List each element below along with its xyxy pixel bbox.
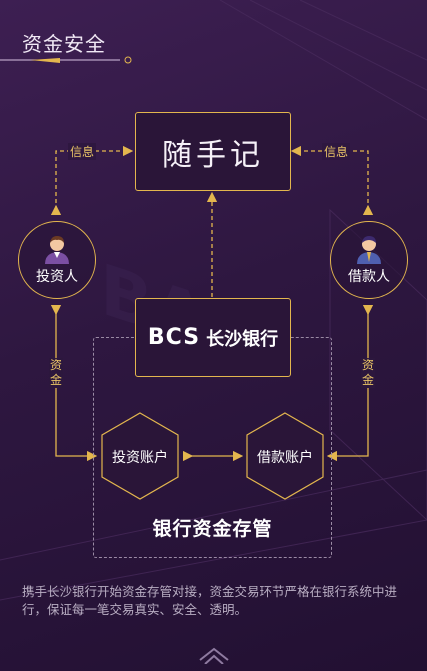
borrower-label: 借款人 bbox=[348, 269, 390, 285]
info-label-right: 信息 bbox=[322, 143, 351, 160]
bank-box: BCS 长沙银行 bbox=[135, 298, 291, 377]
title-underline bbox=[0, 56, 132, 64]
borrower-node: 借款人 bbox=[330, 221, 408, 299]
borrower-icon bbox=[357, 236, 381, 264]
bank-logo: BCS bbox=[147, 325, 201, 350]
investor-label: 投资人 bbox=[36, 269, 78, 285]
edge-info-left bbox=[50, 145, 134, 216]
description-text: 携手长沙银行开始资金存管对接，资金交易环节严格在银行系统中进行，保证每一笔交易真… bbox=[22, 584, 398, 617]
investor-account-label: 投资账户 bbox=[112, 450, 168, 466]
investor-account-hex bbox=[101, 412, 179, 500]
custody-region-label: 银行资金存管 bbox=[152, 518, 273, 540]
borrower-account-label: 借款账户 bbox=[257, 450, 313, 466]
section-title: 资金安全 bbox=[22, 32, 106, 56]
investor-icon bbox=[45, 236, 69, 264]
info-label-left: 信息 bbox=[68, 143, 97, 160]
chevron-up-icon[interactable] bbox=[196, 644, 232, 664]
edge-info-right bbox=[290, 145, 374, 216]
bank-name: 长沙银行 bbox=[206, 328, 279, 350]
funds-label-left: 资金 bbox=[49, 358, 63, 388]
funds-label-right: 资金 bbox=[361, 358, 375, 388]
platform-box: 随手记 bbox=[135, 112, 291, 191]
borrower-account-hex bbox=[246, 412, 324, 500]
investor-node: 投资人 bbox=[18, 221, 96, 299]
